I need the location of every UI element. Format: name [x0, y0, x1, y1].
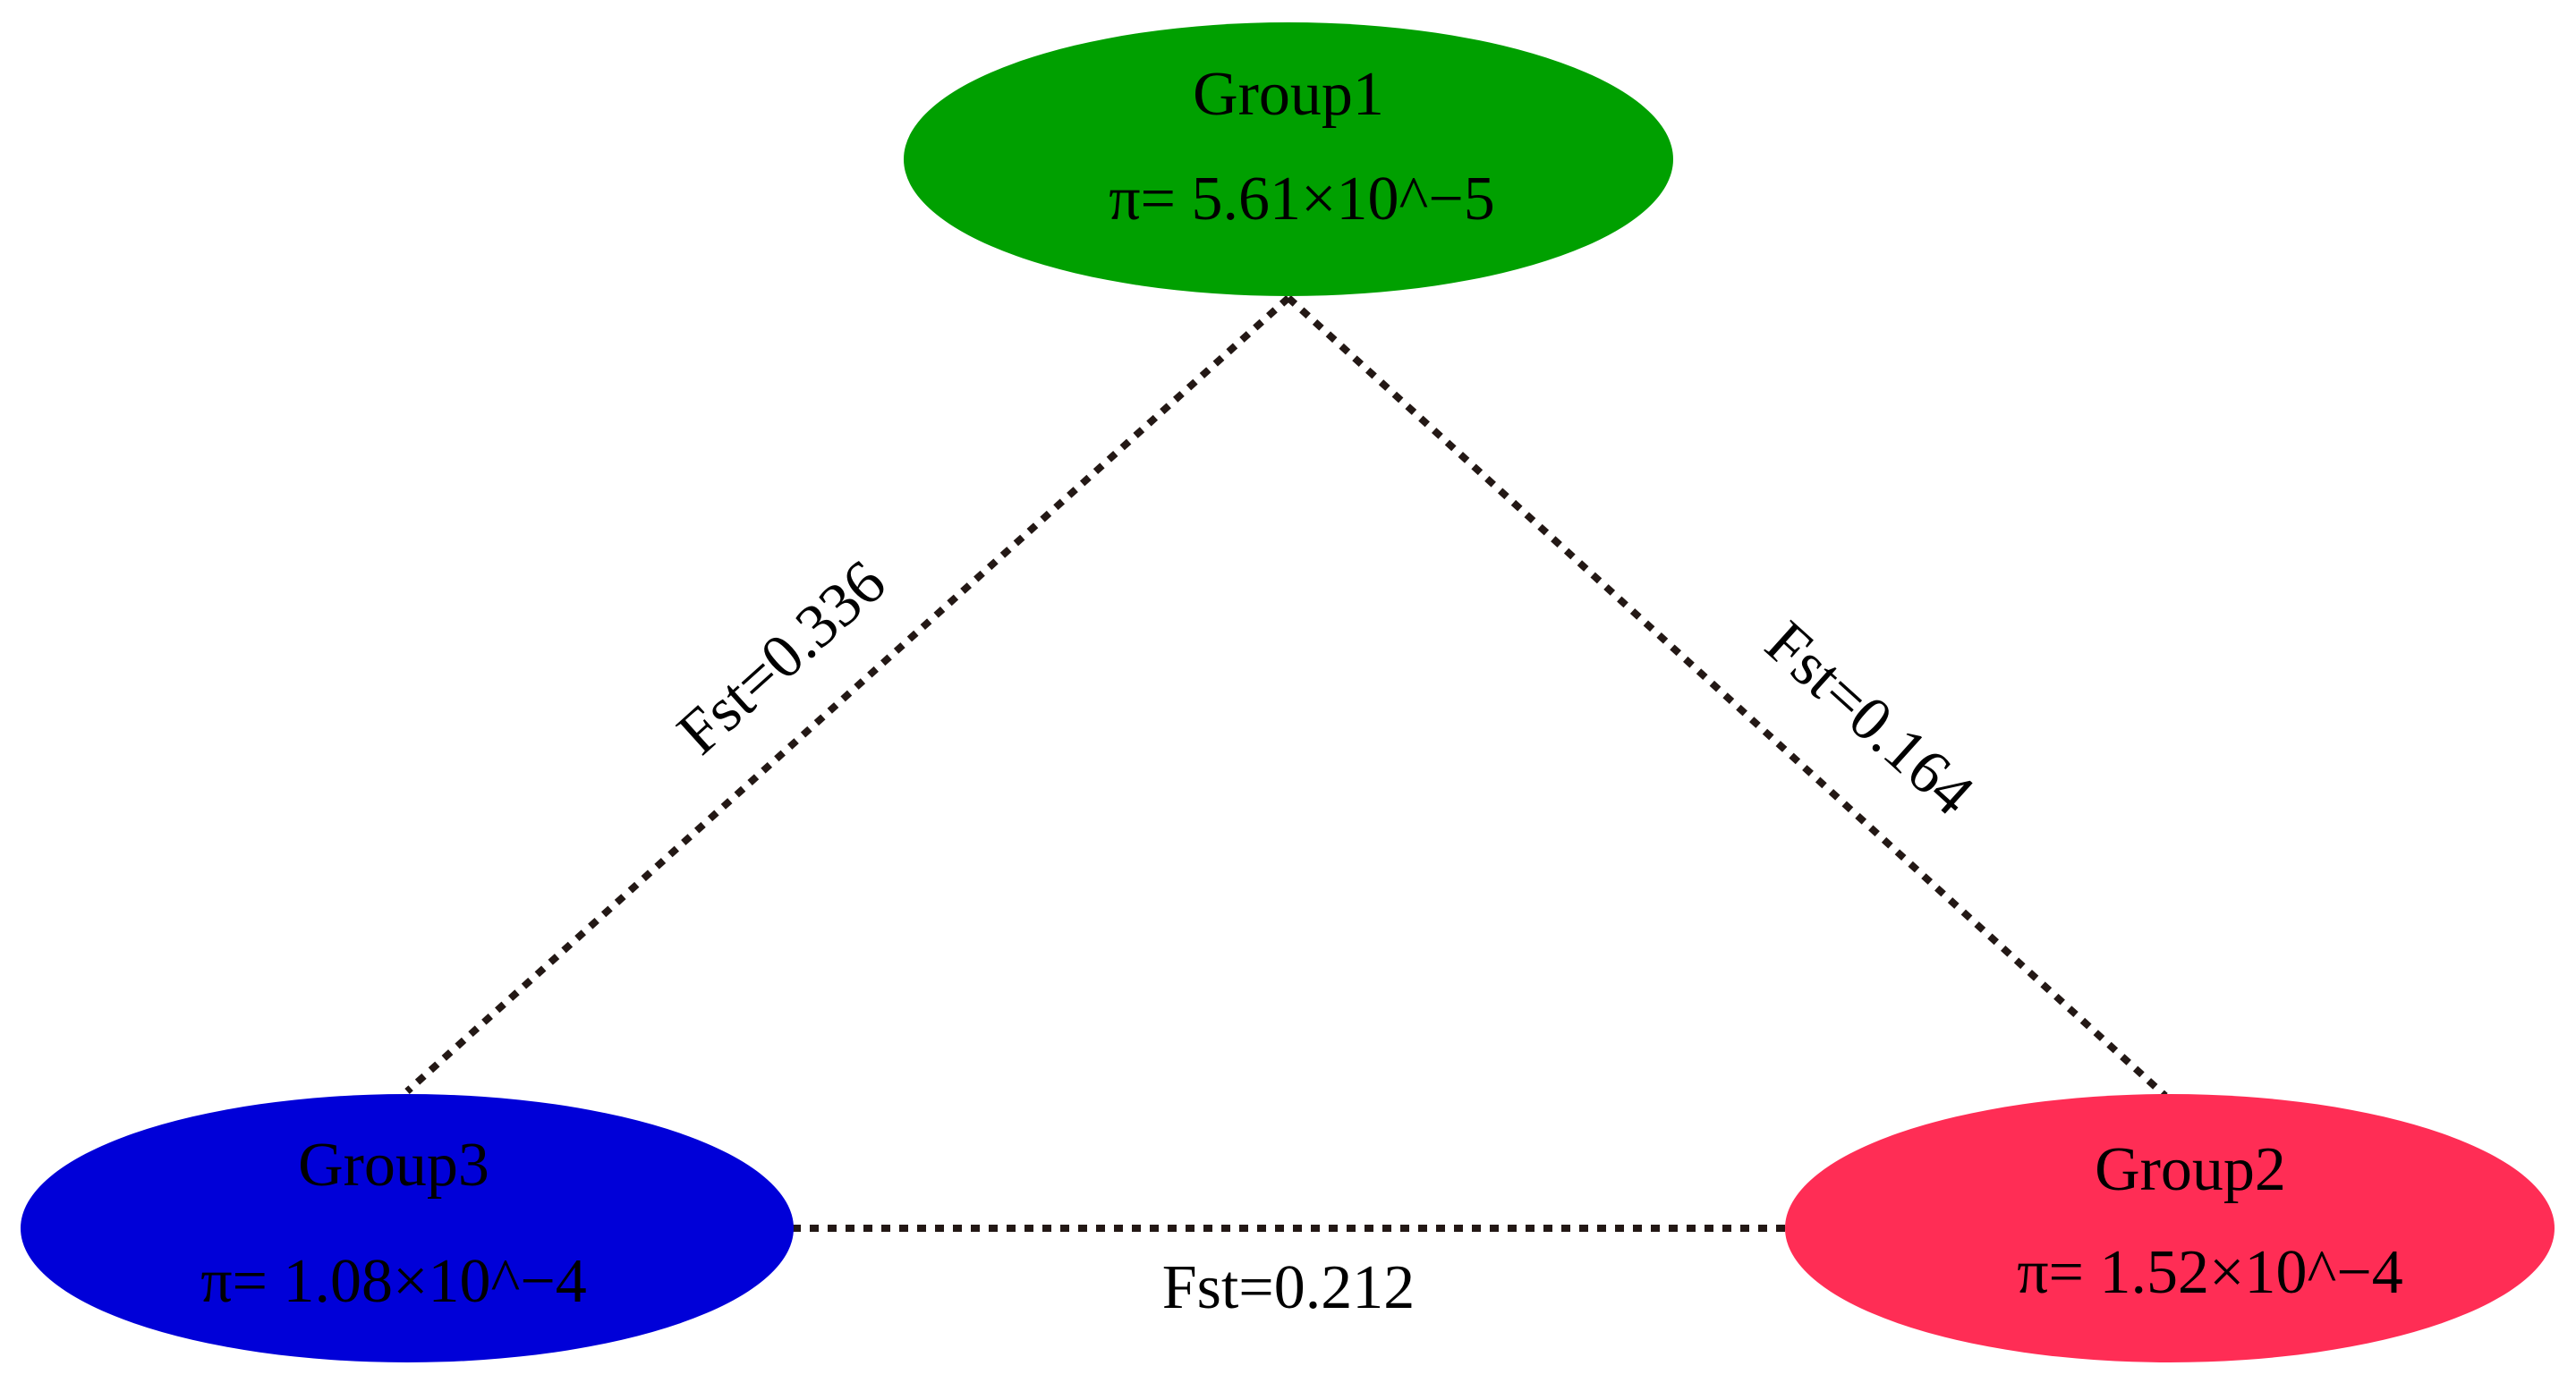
edge-label-group1-group2: Fst=0.164	[1753, 608, 1987, 828]
node-group1-pi: π= 5.61×10^−5	[1109, 165, 1495, 233]
node-group1-ellipse	[904, 22, 1673, 296]
node-group1-name: Group1	[1193, 60, 1384, 129]
node-group3-pi: π= 1.08×10^−4	[200, 1247, 587, 1316]
node-group2-name: Group2	[2095, 1135, 2286, 1204]
edge-label-group1-group3: Fst=0.336	[665, 547, 899, 768]
edge-label-group3-group2: Fst=0.212	[1162, 1253, 1416, 1322]
edge-group1-group2	[1286, 295, 2168, 1099]
node-group1: Group1 π= 5.61×10^−5	[904, 22, 1673, 296]
node-group2-pi: π= 1.52×10^−4	[2017, 1238, 2403, 1307]
node-group2: Group2 π= 1.52×10^−4	[1785, 1094, 2555, 1362]
node-group3-name: Group3	[298, 1131, 489, 1200]
node-group3-ellipse	[21, 1094, 794, 1362]
edge-group1-group3	[404, 295, 1291, 1094]
node-group2-ellipse	[1785, 1094, 2555, 1362]
node-group3: Group3 π= 1.08×10^−4	[21, 1094, 794, 1362]
